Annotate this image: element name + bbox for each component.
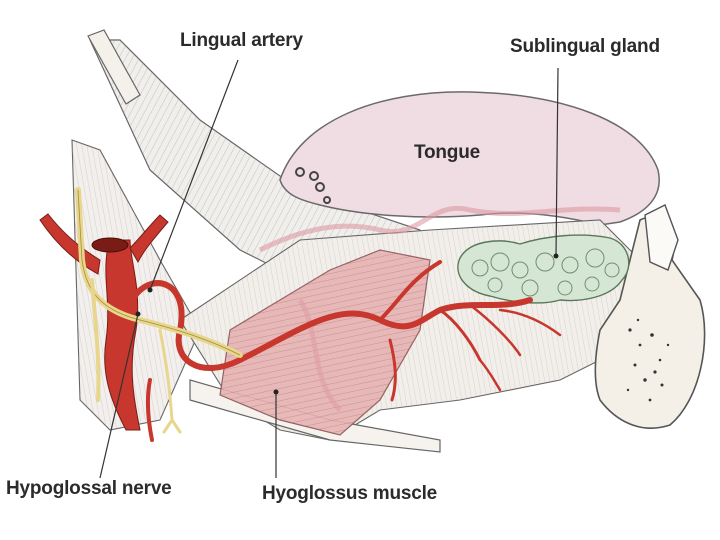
tongue-shape [279, 91, 660, 226]
label-hypoglossal-nerve: Hypoglossal nerve [6, 478, 172, 499]
leader-lingual-artery [149, 59, 239, 291]
styloid-process [87, 29, 141, 105]
bone-texture [626, 318, 670, 402]
tooth [644, 204, 679, 271]
label-tongue: Tongue [414, 142, 480, 163]
leader-hypoglossal-nerve [99, 313, 139, 479]
label-lingual-artery: Lingual artery [180, 30, 303, 51]
leader-sublingual-gland [555, 67, 559, 257]
label-sublingual-gland: Sublingual gland [510, 36, 660, 57]
sublingual-gland-shape [457, 234, 630, 304]
label-hyoglossus-muscle: Hyoglossus muscle [262, 483, 438, 504]
